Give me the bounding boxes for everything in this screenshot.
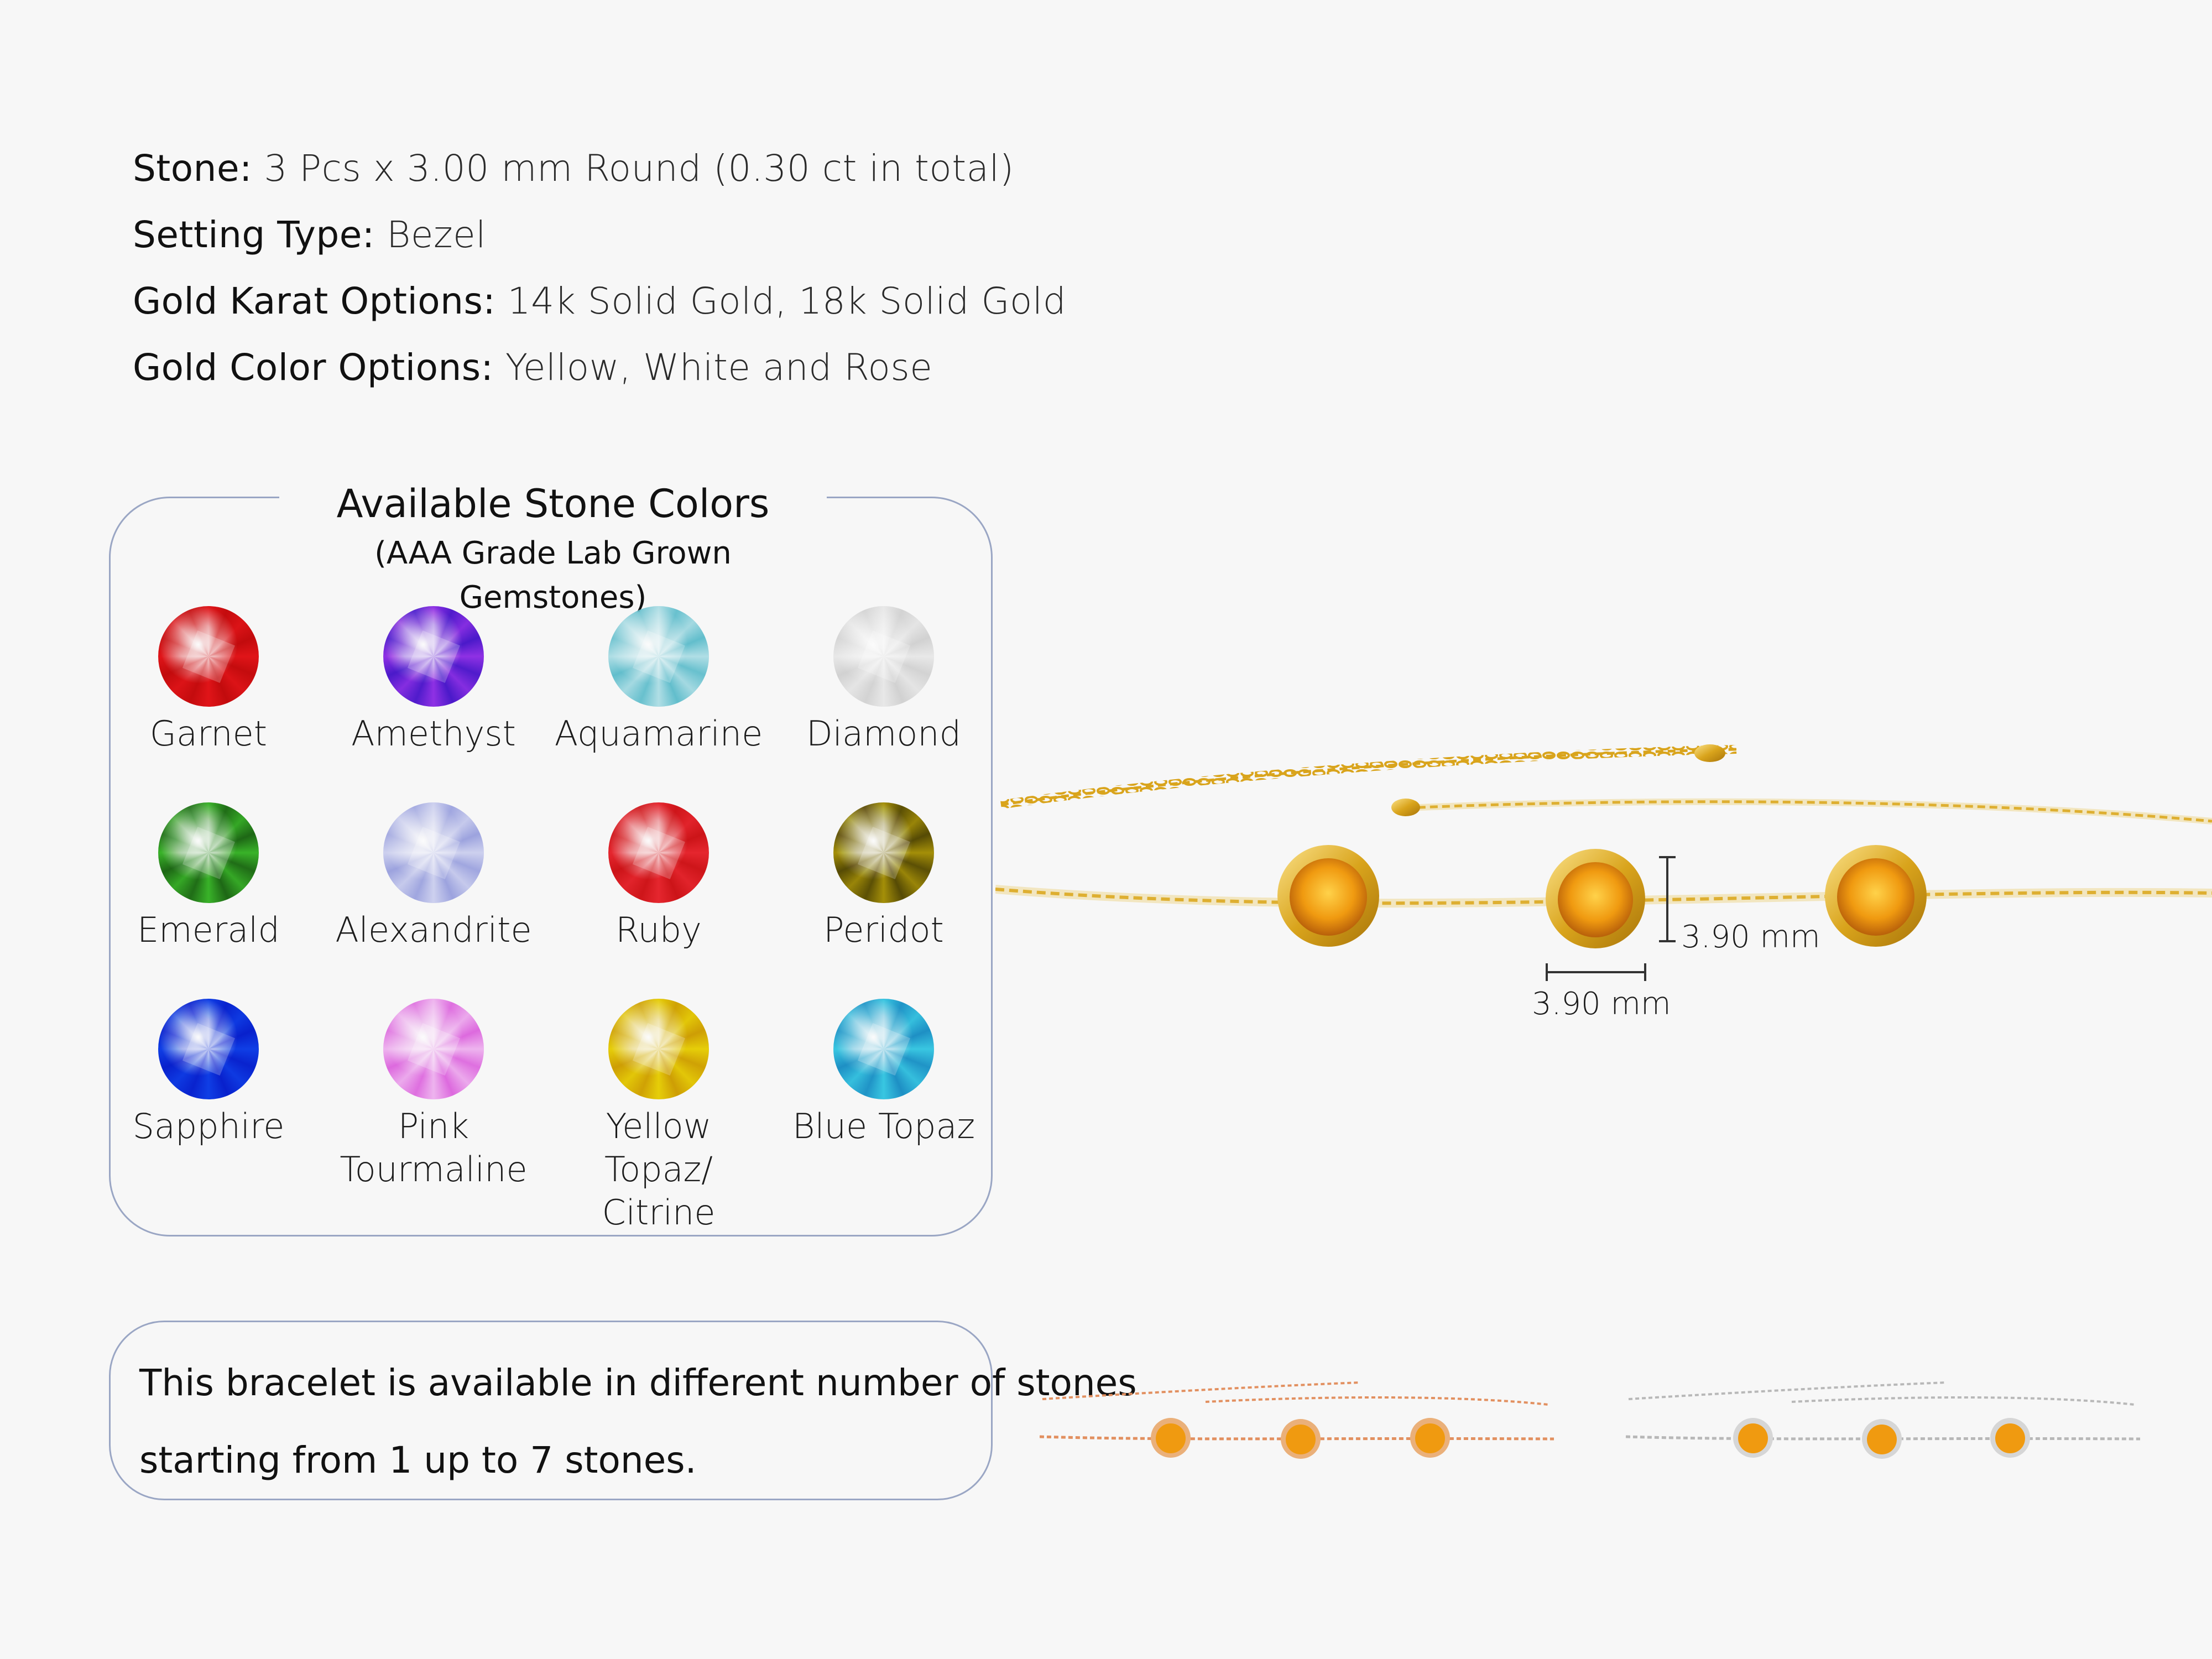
panel-title: Available Stone Colors (336, 481, 770, 526)
spec-value: 14k Solid Gold, 18k Solid Gold (507, 280, 1067, 322)
bezel-setting (1990, 1418, 2030, 1458)
gem-label: Diamond (806, 713, 961, 754)
bezel-setting (1733, 1418, 1773, 1458)
yellow-topaz-stone-icon (608, 999, 709, 1099)
rose-gold-bracelet-image (1040, 1381, 1554, 1459)
gem-label: Garnet (149, 713, 268, 754)
yellow-gold-bracelet-image (995, 744, 2212, 981)
stone-colors-panel: Available Stone Colors (AAA Grade Lab Gr… (109, 476, 996, 1237)
blue-topaz-stone-icon (833, 999, 934, 1099)
spec-gold-color: Gold Color Options: Yellow, White and Ro… (133, 335, 1066, 401)
spec-label: Gold Color Options: (133, 346, 494, 389)
panel-heading: Available Stone Colors (AAA Grade Lab Gr… (279, 476, 827, 620)
spec-setting-type: Setting Type: Bezel (133, 202, 1066, 268)
white-gold-bracelet-image (1626, 1381, 2140, 1459)
bezel-setting (1151, 1418, 1191, 1458)
note-line-2: starting from 1 up to 7 stones. (139, 1439, 697, 1481)
gem-peridot[interactable]: Peridot (771, 802, 996, 952)
product-specs: Stone: 3 Pcs x 3.00 mm Round (0.30 ct in… (133, 135, 1066, 401)
emerald-stone-icon (158, 802, 259, 903)
bezel-setting (1281, 1419, 1321, 1459)
gem-label: Emerald (137, 910, 280, 950)
gem-label: Ruby (615, 910, 702, 950)
spec-value: Bezel (387, 213, 487, 256)
alexandrite-stone-icon (383, 802, 484, 903)
gem-label: Aquamarine (554, 713, 763, 754)
peridot-stone-icon (833, 802, 934, 903)
gem-label: Yellow Topaz/ Citrine (602, 1106, 716, 1233)
gem-garnet[interactable]: Garnet (96, 606, 321, 755)
ruby-stone-icon (608, 802, 709, 903)
gem-aquamarine[interactable]: Aquamarine (546, 606, 771, 755)
spec-label: Stone: (133, 147, 252, 190)
gem-ruby[interactable]: Ruby (546, 802, 771, 952)
gem-label: Amethyst (351, 713, 516, 754)
gem-sapphire[interactable]: Sapphire (96, 999, 321, 1148)
garnet-stone-icon (158, 606, 259, 707)
bezel-setting (1410, 1418, 1450, 1458)
gem-alexandrite[interactable]: Alexandrite (321, 802, 546, 952)
spec-stone: Stone: 3 Pcs x 3.00 mm Round (0.30 ct in… (133, 135, 1066, 202)
spec-label: Gold Karat Options: (133, 280, 496, 322)
bezel-setting (1825, 845, 1927, 947)
amethyst-stone-icon (383, 606, 484, 707)
gem-blue-topaz[interactable]: Blue Topaz (771, 999, 996, 1148)
gem-amethyst[interactable]: Amethyst (321, 606, 546, 755)
bezel-setting (1862, 1419, 1902, 1459)
gem-label: Pink Tourmaline (340, 1106, 528, 1190)
dimension-height-marker (1659, 856, 1676, 942)
gem-emerald[interactable]: Emerald (96, 802, 321, 952)
bezel-setting (1277, 845, 1379, 947)
height-dimension-label: 3.90 mm (1681, 919, 1820, 955)
pink-tourmaline-stone-icon (383, 999, 484, 1099)
gem-pink-tourmaline[interactable]: Pink Tourmaline (321, 999, 546, 1191)
sapphire-stone-icon (158, 999, 259, 1099)
gem-label: Blue Topaz (792, 1106, 975, 1146)
stone-count-note: This bracelet is available in different … (109, 1321, 1137, 1500)
aquamarine-stone-icon (608, 606, 709, 707)
gem-label: Peridot (823, 910, 944, 950)
width-dimension-label: 3.90 mm (1532, 986, 1671, 1022)
bezel-setting (1546, 849, 1645, 948)
spec-value: Yellow, White and Rose (505, 346, 933, 389)
gem-yellow-topaz-citrine[interactable]: Yellow Topaz/ Citrine (546, 999, 771, 1234)
spec-label: Setting Type: (133, 213, 375, 256)
gem-label: Alexandrite (335, 910, 532, 950)
panel-subtitle: (AAA Grade Lab Grown Gemstones) (374, 535, 732, 615)
spec-value: 3 Pcs x 3.00 mm Round (0.30 ct in total) (264, 147, 1014, 190)
diamond-stone-icon (833, 606, 934, 707)
gem-diamond[interactable]: Diamond (771, 606, 996, 755)
dimension-width-marker (1546, 963, 1646, 981)
spec-gold-karat: Gold Karat Options: 14k Solid Gold, 18k … (133, 268, 1066, 335)
note-line-1: This bracelet is available in different … (139, 1361, 1137, 1404)
gem-label: Sapphire (132, 1106, 285, 1146)
